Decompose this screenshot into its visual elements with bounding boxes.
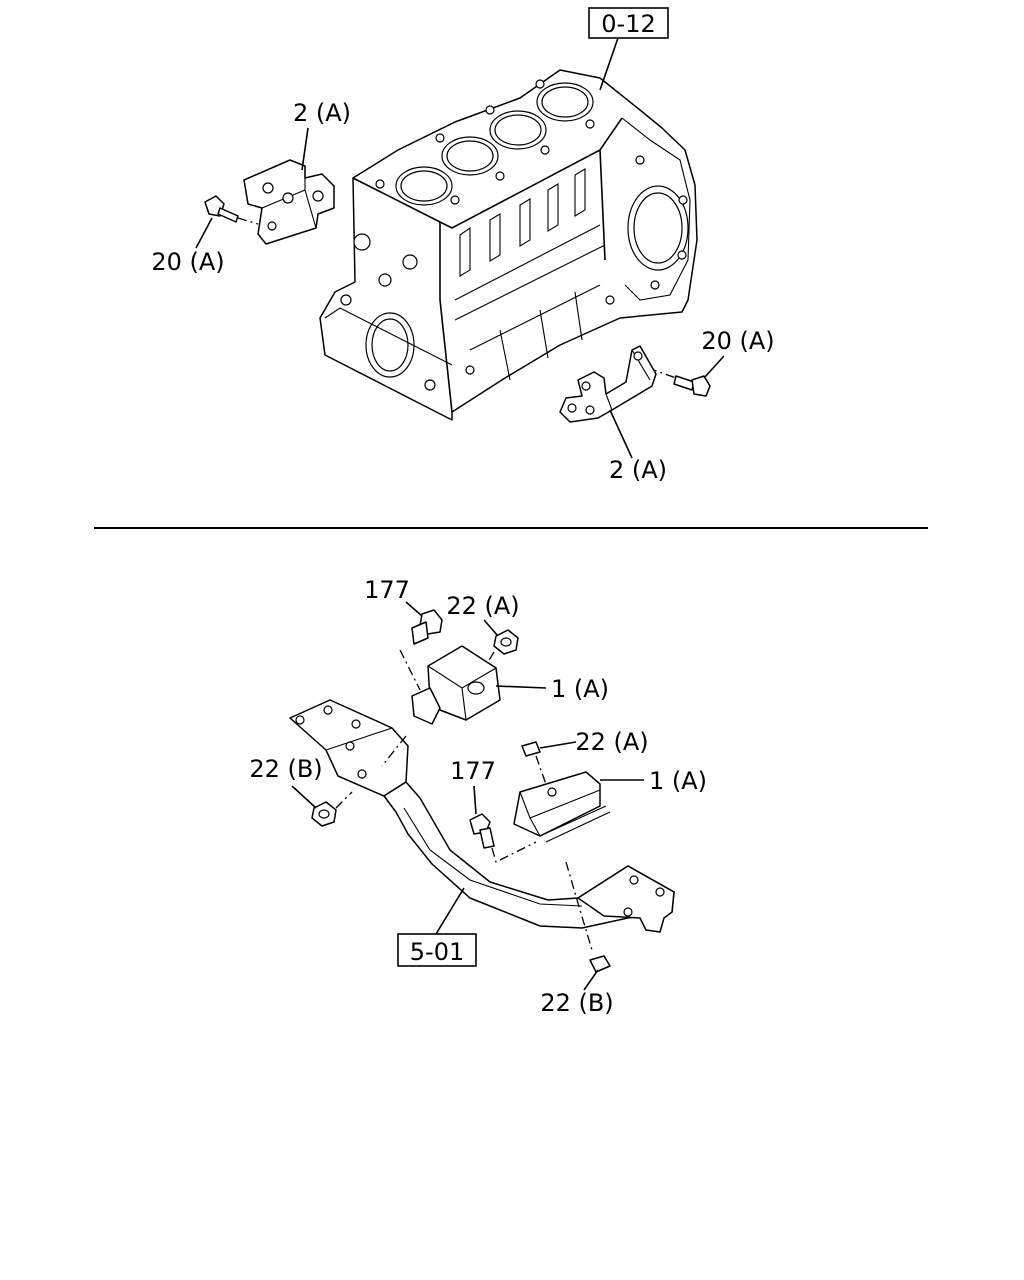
right-bolt bbox=[673, 375, 711, 397]
crossmember-illustration bbox=[289, 699, 675, 933]
right-bracket-leader bbox=[609, 409, 633, 459]
left-bracket-leader bbox=[301, 127, 309, 171]
mount-right-label: 1 (A) bbox=[649, 767, 707, 795]
mount-bolt-mid bbox=[469, 813, 495, 849]
left-bolt-leader bbox=[195, 217, 213, 249]
right-mount-bracket bbox=[559, 345, 657, 423]
nut-left-label: 22 (B) bbox=[249, 755, 322, 783]
crossmember-ref-box bbox=[397, 933, 477, 967]
crossmember-ref-label: 5-01 bbox=[410, 938, 464, 966]
mount-nut-top bbox=[493, 629, 519, 655]
nut-bottom-leader bbox=[583, 969, 599, 991]
bolt-mid-leader bbox=[473, 785, 477, 815]
mount-nut-bottom bbox=[589, 955, 611, 973]
bolt-top-leader bbox=[405, 601, 423, 617]
engine-ref-box bbox=[588, 7, 669, 39]
mount-bolt-top bbox=[411, 609, 443, 645]
engine-mount-right bbox=[513, 771, 611, 843]
nut-right-label: 22 (A) bbox=[575, 728, 648, 756]
nut-top-leader bbox=[483, 619, 499, 637]
engine-ref-leader bbox=[599, 37, 619, 91]
engine-block-illustration bbox=[319, 69, 698, 421]
left-bracket-label: 2 (A) bbox=[293, 99, 351, 127]
mount-nut-left bbox=[311, 801, 337, 827]
crossmember-ref-leader bbox=[435, 887, 465, 935]
engine-mount-top bbox=[411, 645, 501, 725]
nut-left-leader bbox=[291, 785, 317, 809]
right-bolt-label: 20 (A) bbox=[701, 327, 774, 355]
nut-top-label: 22 (A) bbox=[446, 592, 519, 620]
bolt-mid-label: 177 bbox=[450, 757, 496, 785]
bolt-top-label: 177 bbox=[364, 576, 410, 604]
left-mount-bracket bbox=[243, 159, 335, 245]
mount-top-leader bbox=[495, 685, 547, 689]
left-bolt-label: 20 (A) bbox=[151, 248, 224, 276]
left-bolt bbox=[204, 195, 239, 223]
mount-top-label: 1 (A) bbox=[551, 675, 609, 703]
nut-bottom-label: 22 (B) bbox=[540, 989, 613, 1017]
right-bolt-leader bbox=[703, 355, 725, 379]
right-bracket-label: 2 (A) bbox=[609, 456, 667, 484]
engine-ref-label: 0-12 bbox=[601, 10, 655, 38]
nut-right-leader bbox=[539, 741, 577, 749]
mount-nut-right bbox=[521, 741, 541, 757]
